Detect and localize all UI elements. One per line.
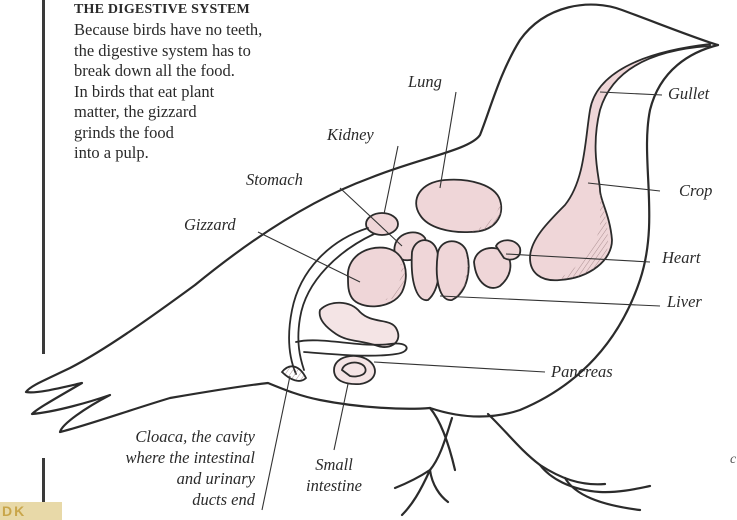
small-intestine-line: intestine: [306, 476, 362, 495]
liver-organ: [412, 240, 469, 300]
gullet-organ: [530, 44, 710, 280]
leader-gullet: [600, 92, 662, 95]
leader-kidney: [384, 146, 398, 214]
heart-organ: [474, 240, 520, 288]
leader-pancreas: [374, 362, 545, 372]
cropped-edge-text: c: [730, 452, 736, 468]
label-crop: Crop: [679, 181, 712, 201]
label-heart: Heart: [662, 248, 701, 268]
label-gizzard: Gizzard: [184, 215, 236, 235]
publisher-logo: DK: [0, 502, 62, 520]
leader-lines: [258, 92, 662, 510]
bird-leg-front: [488, 414, 605, 484]
label-cloaca: Cloaca, the cavity where the intestinal …: [100, 426, 255, 510]
leader-liver: [440, 296, 660, 306]
bird-foot-back: [395, 470, 448, 515]
cloaca-line: ducts end: [192, 490, 255, 509]
cloaca-line: Cloaca, the cavity: [135, 427, 255, 446]
label-small-intestine: Small intestine: [298, 454, 370, 496]
gizzard-organ: [348, 248, 406, 307]
label-lung: Lung: [408, 72, 442, 92]
gullet-and-crop: [530, 44, 710, 280]
label-liver: Liver: [667, 292, 702, 312]
cloaca-area: [282, 366, 306, 381]
bird-foot-front: [540, 465, 650, 510]
cloaca-line: and urinary: [177, 469, 255, 488]
leader-lung: [440, 92, 456, 188]
label-gullet: Gullet: [668, 84, 709, 104]
label-pancreas: Pancreas: [551, 362, 613, 382]
leader-gizzard: [258, 232, 360, 282]
label-kidney: Kidney: [327, 125, 374, 145]
intestine-coil: [320, 303, 399, 347]
cloaca-line: where the intestinal: [125, 448, 255, 467]
small-intestine-line: Small: [315, 455, 353, 474]
lung-organ: [416, 180, 501, 232]
leader-cloaca: [262, 376, 290, 510]
small-intestine-loop: [334, 356, 375, 384]
leader-small-intestine: [334, 384, 348, 450]
label-stomach: Stomach: [246, 170, 303, 190]
